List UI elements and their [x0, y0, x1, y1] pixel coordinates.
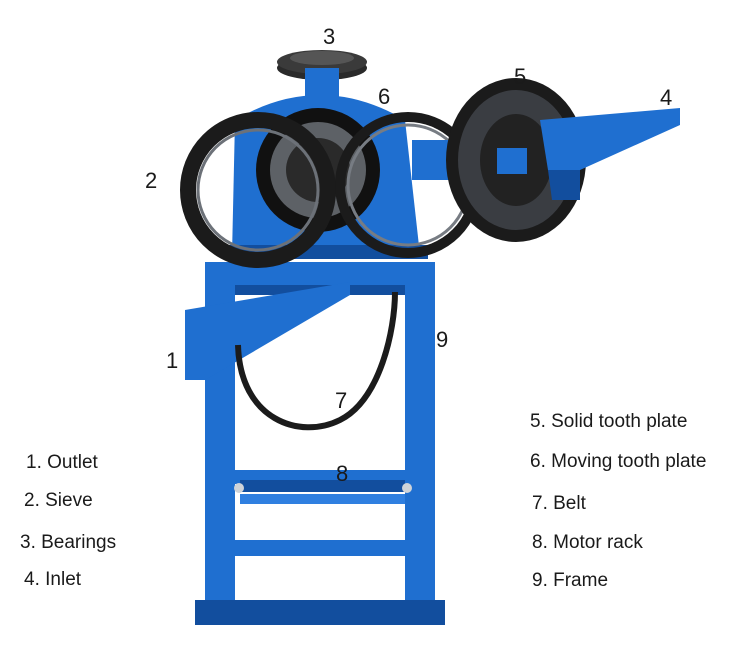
callout-4: 4 — [660, 85, 673, 110]
callout-8: 8 — [336, 461, 349, 486]
callout-6: 6 — [378, 84, 391, 109]
legend-belt: 7. Belt — [532, 493, 586, 514]
belt — [235, 291, 398, 431]
callout-5: 5 — [514, 64, 527, 89]
callout-7: 7 — [335, 388, 348, 413]
legend-bearings: 3. Bearings — [20, 532, 117, 553]
legend-motor-rack: 8. Motor rack — [532, 532, 643, 553]
sieve-ring — [180, 112, 336, 268]
callout-3: 3 — [323, 24, 336, 49]
outlet-chute — [185, 282, 350, 380]
legend-inlet: 4. Inlet — [24, 569, 82, 590]
legend-outlet: 1. Outlet — [26, 452, 98, 473]
legend-frame: 9. Frame — [532, 570, 609, 591]
legend-solid-tooth-plate: 5. Solid tooth plate — [530, 411, 688, 432]
bearing-pulley — [277, 50, 367, 98]
callout-1: 1 — [166, 348, 179, 373]
callout-2: 2 — [145, 168, 158, 193]
legend-sieve: 2. Sieve — [24, 490, 93, 511]
legend-moving-tooth-plate: 6. Moving tooth plate — [530, 451, 707, 472]
inlet-hopper — [540, 108, 680, 170]
callout-9: 9 — [436, 327, 449, 352]
